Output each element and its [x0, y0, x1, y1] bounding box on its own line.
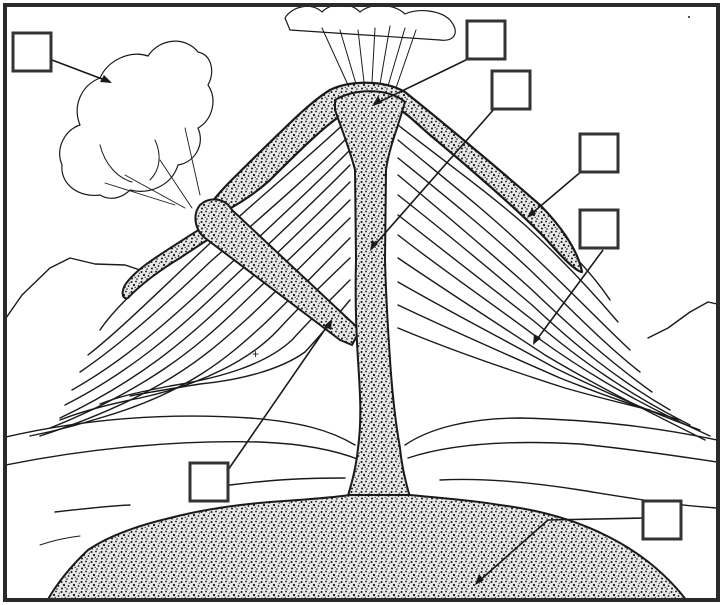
label-box-ash-cloud[interactable]	[13, 33, 51, 71]
label-box-main-vent[interactable]	[492, 71, 530, 109]
stray-mark: +	[252, 347, 259, 361]
label-box-lava-flow[interactable]	[580, 134, 618, 172]
label-box-side-vent[interactable]	[190, 463, 228, 501]
label-box-magma-chamber[interactable]	[643, 501, 681, 539]
label-box-summit-crater[interactable]	[467, 21, 505, 59]
label-box-rock-layers[interactable]	[580, 210, 618, 248]
stray-dot	[688, 16, 690, 18]
